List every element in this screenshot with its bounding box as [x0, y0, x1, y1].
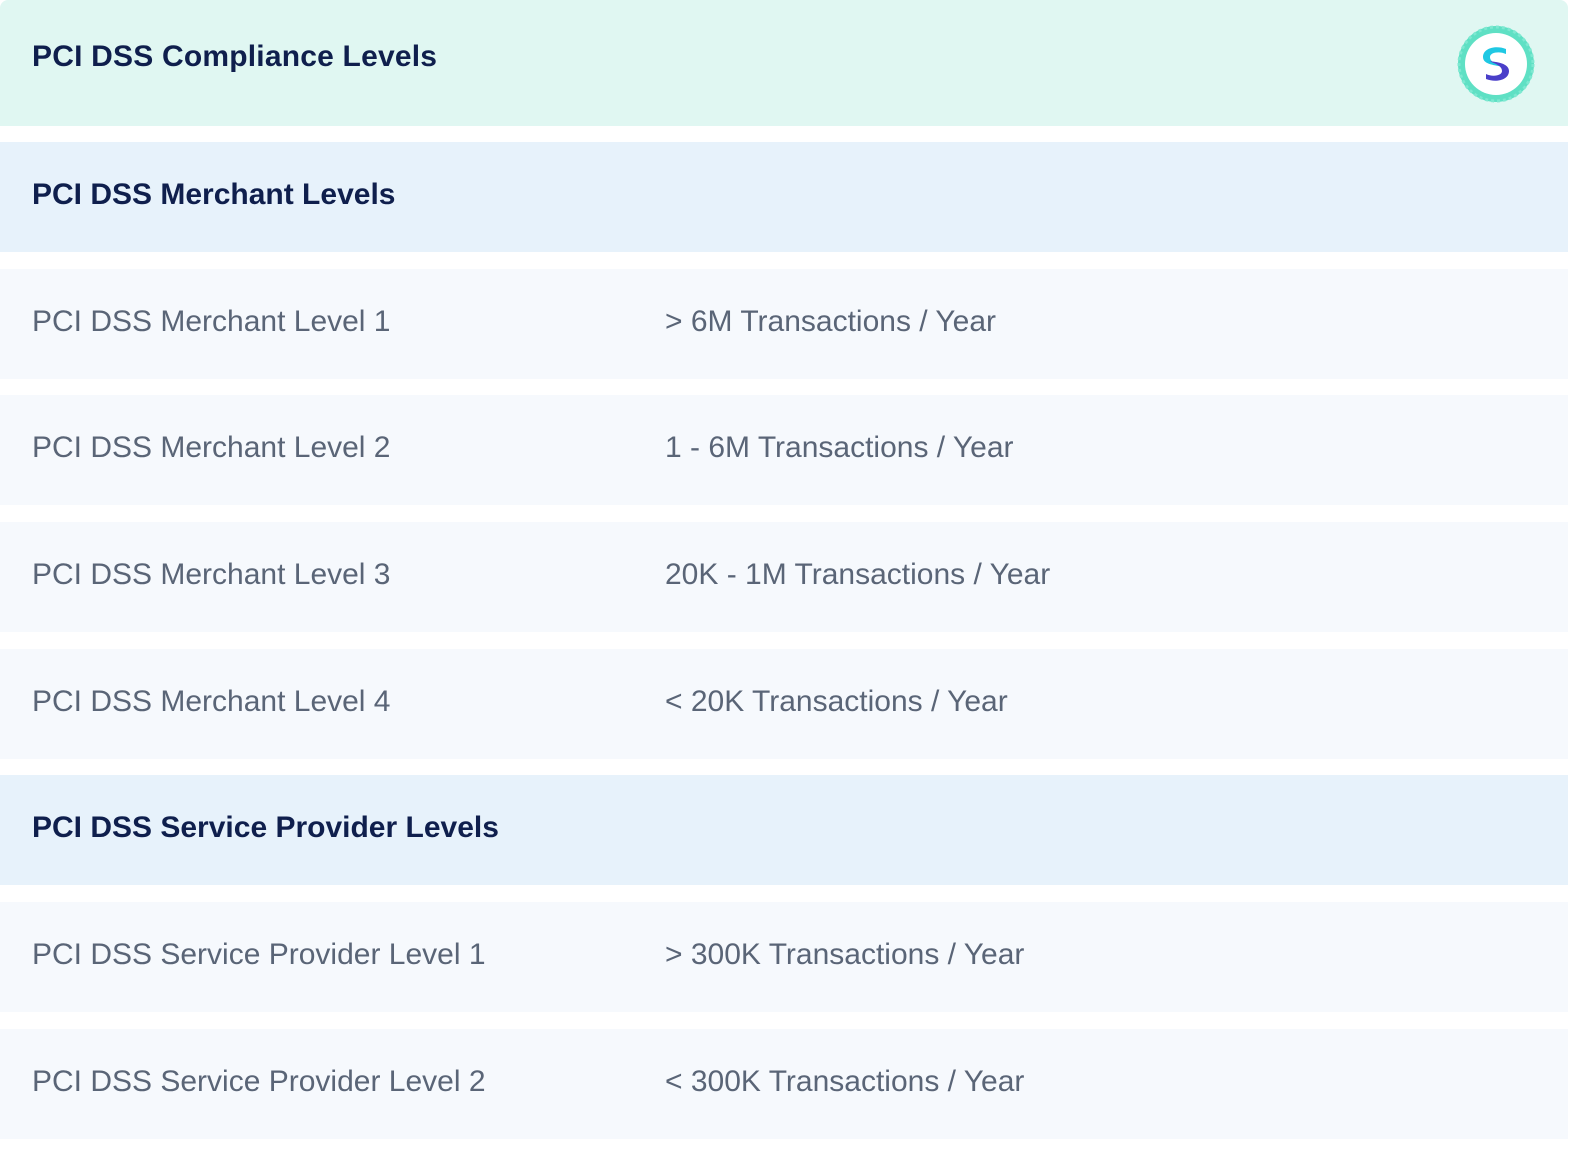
table-row: PCI DSS Service Provider Level 2 < 300K … — [0, 1029, 1568, 1139]
level-label: PCI DSS Merchant Level 1 — [32, 305, 391, 338]
level-label: PCI DSS Merchant Level 3 — [32, 558, 391, 591]
transaction-range: < 300K Transactions / Year — [665, 1065, 1025, 1098]
table-row: PCI DSS Service Provider Level 1 > 300K … — [0, 902, 1568, 1012]
transaction-range: < 20K Transactions / Year — [665, 685, 1008, 718]
transaction-range: 1 - 6M Transactions / Year — [665, 431, 1014, 464]
section-service-provider-levels: PCI DSS Service Provider Levels — [0, 775, 1568, 885]
section-title: PCI DSS Service Provider Levels — [32, 811, 499, 844]
level-label: PCI DSS Service Provider Level 2 — [32, 1065, 486, 1098]
transaction-range: > 300K Transactions / Year — [665, 938, 1025, 971]
table-row: PCI DSS Merchant Level 3 20K - 1M Transa… — [0, 522, 1568, 632]
level-label: PCI DSS Merchant Level 2 — [32, 431, 391, 464]
table-row: PCI DSS Merchant Level 4 < 20K Transacti… — [0, 649, 1568, 759]
level-label: PCI DSS Service Provider Level 1 — [32, 938, 486, 971]
page-title: PCI DSS Compliance Levels — [32, 40, 438, 73]
transaction-range: 20K - 1M Transactions / Year — [665, 558, 1051, 591]
table-header: PCI DSS Compliance Levels — [0, 0, 1568, 126]
section-merchant-levels: PCI DSS Merchant Levels — [0, 142, 1568, 252]
table-row: PCI DSS Merchant Level 1 > 6M Transactio… — [0, 269, 1568, 379]
transaction-range: > 6M Transactions / Year — [665, 305, 997, 338]
s-logo-badge-icon — [1457, 25, 1535, 103]
section-title: PCI DSS Merchant Levels — [32, 178, 396, 211]
table-row: PCI DSS Merchant Level 2 1 - 6M Transact… — [0, 395, 1568, 505]
level-label: PCI DSS Merchant Level 4 — [32, 685, 391, 718]
